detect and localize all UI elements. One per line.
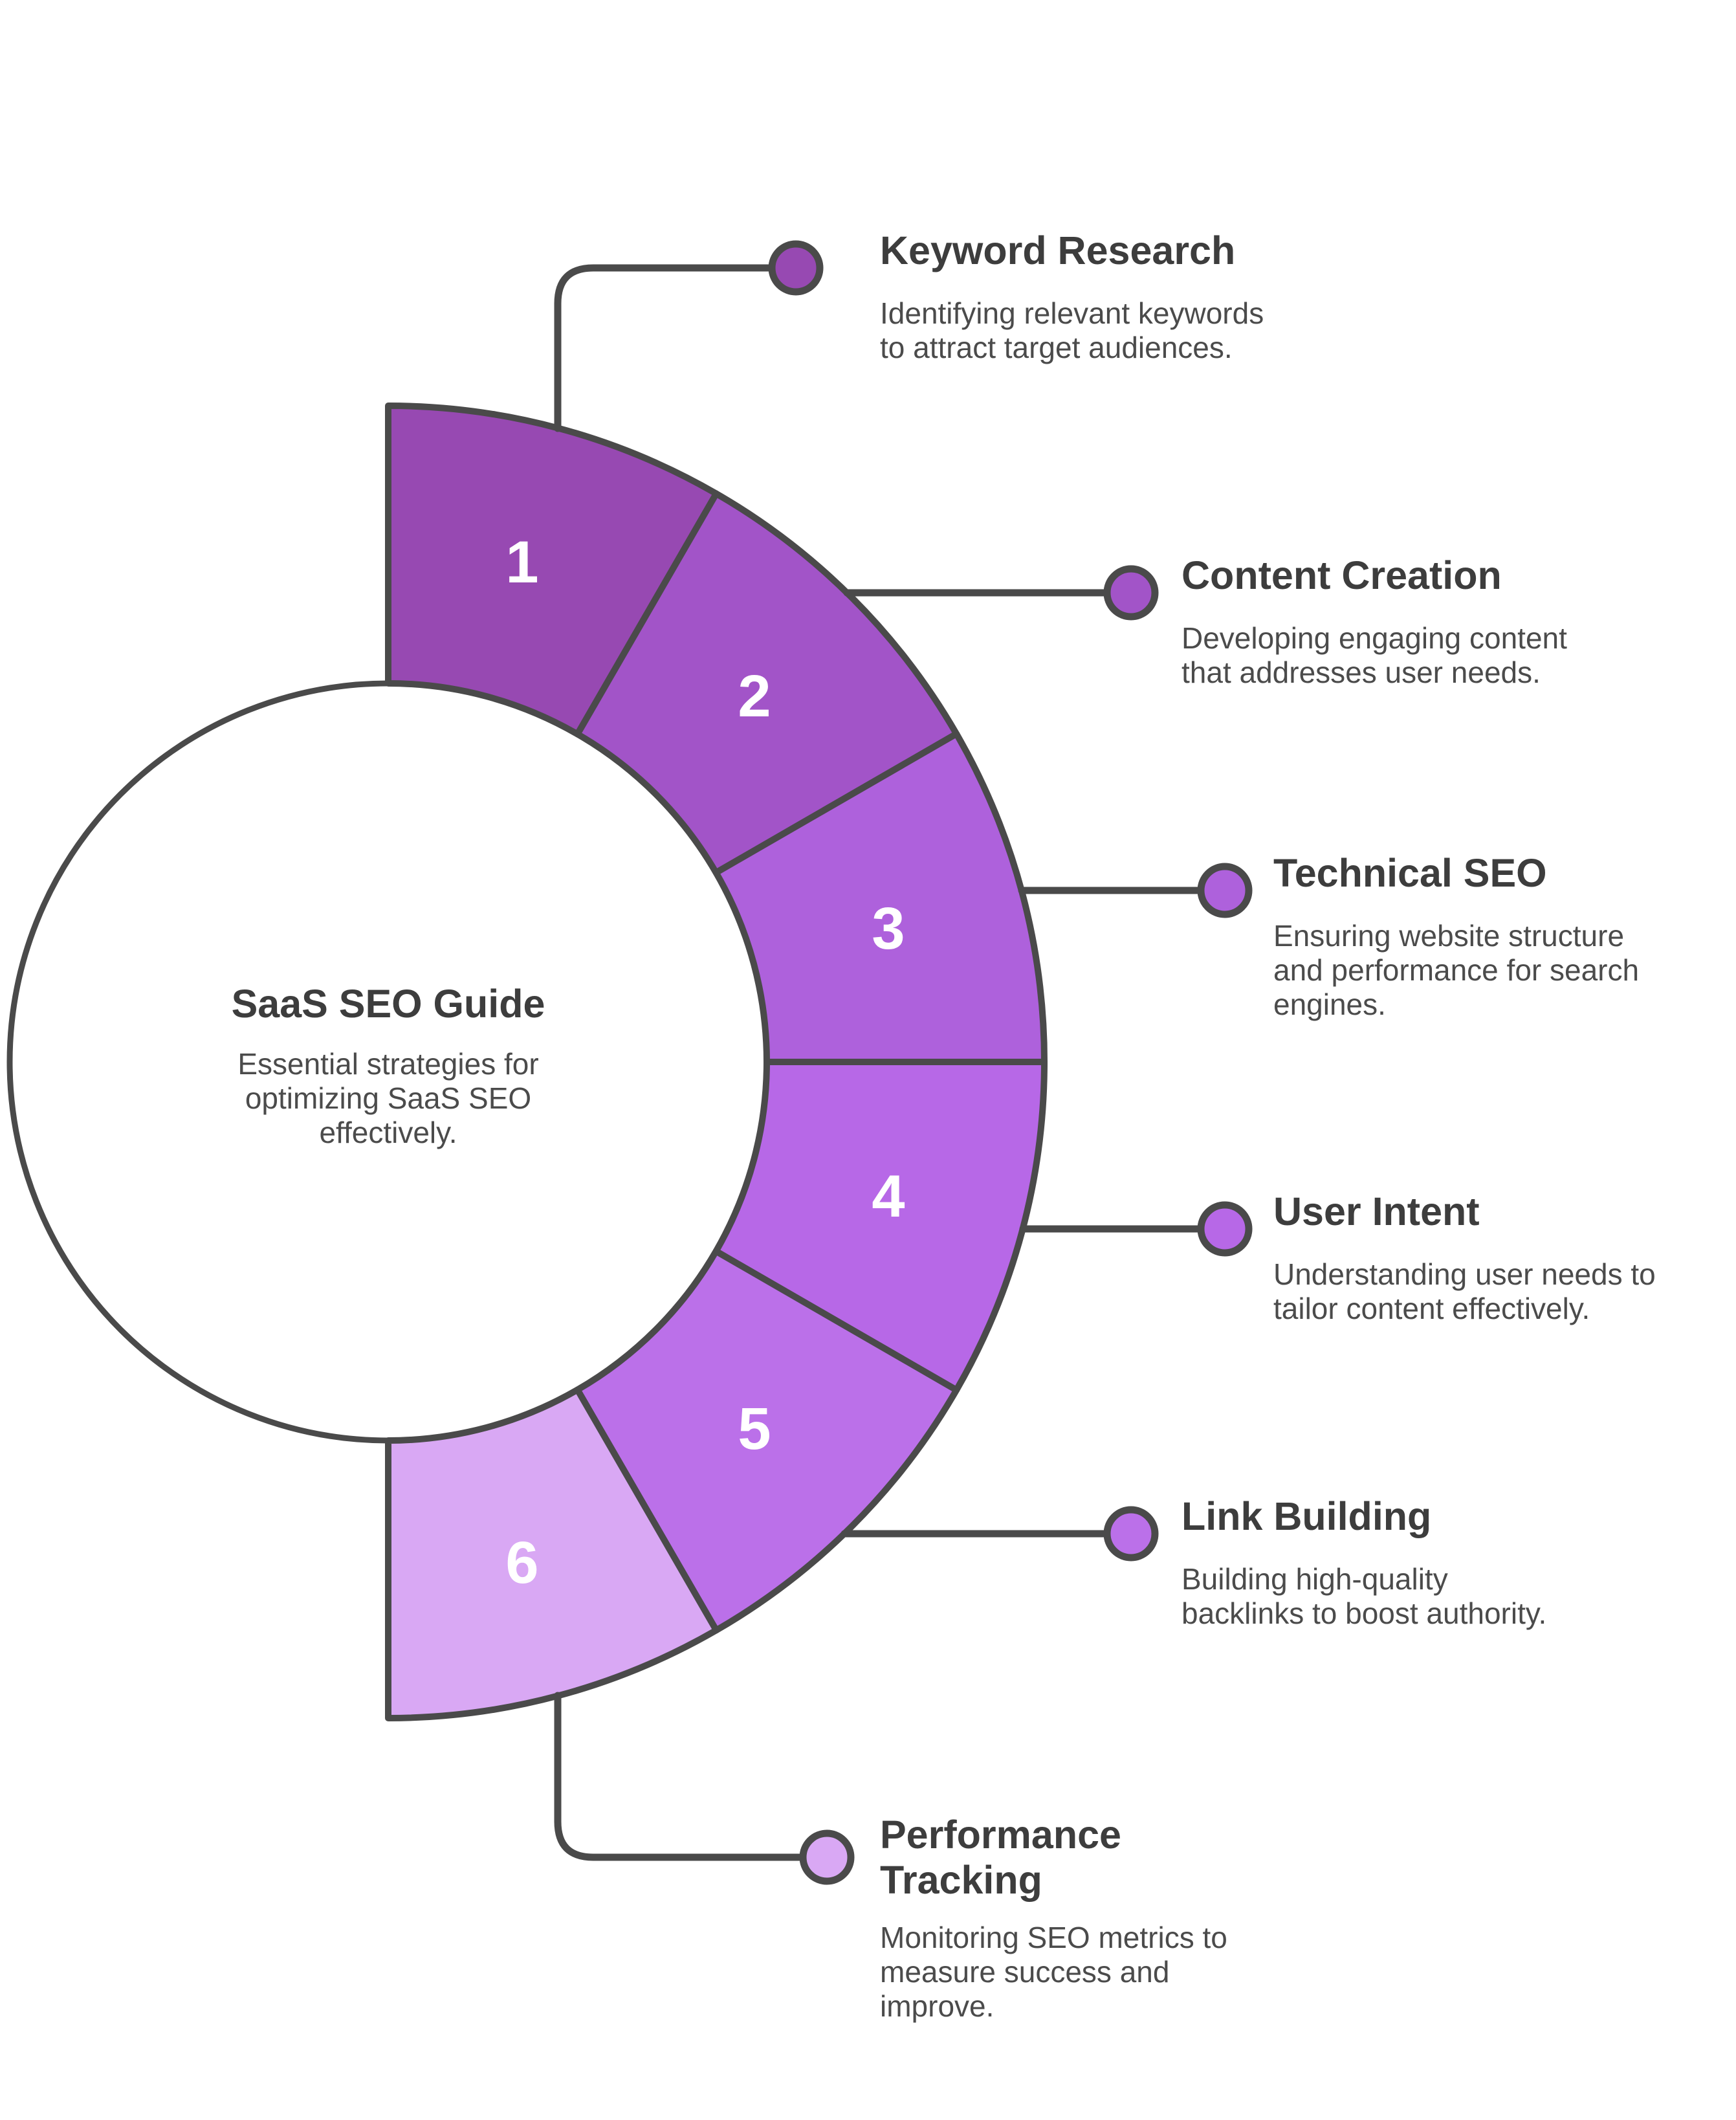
ring-segment-2 xyxy=(574,490,960,876)
segment-number-5: 5 xyxy=(738,1396,771,1462)
section-4-title: User Intent xyxy=(1273,1189,1480,1233)
connector-line-1 xyxy=(554,264,775,432)
ring-segment-4 xyxy=(712,1059,1048,1393)
section-desc-technical-seo: Ensuring website structure and performan… xyxy=(1273,919,1652,1022)
connector-line-6 xyxy=(554,1692,806,1861)
section-1-description: Identifying relevant keywords to attract… xyxy=(880,296,1264,364)
section-desc-user-intent: Understanding user needs to tailor conte… xyxy=(1273,1257,1668,1326)
section-desc-content-creation: Developing engaging content that address… xyxy=(1181,621,1579,690)
section-title-keyword-research: Keyword Research xyxy=(880,228,1333,273)
center-label: SaaS SEO Guide Essential strategies for … xyxy=(97,981,679,1150)
section-6-description: Monitoring SEO metrics to measure succes… xyxy=(880,1921,1227,2023)
bullet-dot-3 xyxy=(1197,863,1253,918)
segment-number-6: 6 xyxy=(505,1530,538,1596)
bullet-dot-5 xyxy=(1103,1506,1159,1562)
bullet-dot-1 xyxy=(768,240,824,296)
ring-segment-6 xyxy=(385,1386,720,1721)
section-4-description: Understanding user needs to tailor conte… xyxy=(1273,1257,1656,1325)
bullet-dot-4 xyxy=(1197,1201,1253,1257)
section-title-technical-seo: Technical SEO xyxy=(1273,850,1726,896)
segment-number-3: 3 xyxy=(872,896,905,962)
segment-number-2: 2 xyxy=(738,663,771,729)
section-2-title: Content Creation xyxy=(1181,553,1502,597)
section-title-content-creation: Content Creation xyxy=(1181,553,1634,598)
section-5-description: Building high-quality backlinks to boost… xyxy=(1181,1562,1547,1630)
segment-number-1: 1 xyxy=(505,529,538,595)
section-title-user-intent: User Intent xyxy=(1273,1189,1726,1234)
section-2-description: Developing engaging content that address… xyxy=(1181,621,1567,689)
ring-segment-3 xyxy=(712,731,1048,1065)
section-5-title: Link Building xyxy=(1181,1494,1432,1538)
ring-segment-5 xyxy=(574,1248,960,1634)
bullet-dot-6 xyxy=(799,1829,855,1885)
bullet-dot-2 xyxy=(1103,565,1159,621)
section-1-title: Keyword Research xyxy=(880,228,1236,272)
ring-segment-1 xyxy=(385,403,720,738)
segment-number-4: 4 xyxy=(872,1164,905,1230)
section-desc-keyword-research: Identifying relevant keywords to attract… xyxy=(880,296,1275,365)
section-desc-performance-tracking: Monitoring SEO metrics to measure succes… xyxy=(880,1921,1242,2024)
section-3-description: Ensuring website structure and performan… xyxy=(1273,919,1640,1021)
diagram-title: SaaS SEO Guide xyxy=(231,982,545,1026)
section-desc-link-building: Building high-quality backlinks to boost… xyxy=(1181,1562,1570,1631)
section-title-link-building: Link Building xyxy=(1181,1494,1634,1539)
section-6-title: Performance Tracking xyxy=(880,1813,1121,1902)
section-3-title: Technical SEO xyxy=(1273,851,1547,895)
section-title-performance-tracking: Performance Tracking xyxy=(880,1812,1171,1903)
diagram-subtitle: Essential strategies for optimizing SaaS… xyxy=(237,1047,539,1149)
